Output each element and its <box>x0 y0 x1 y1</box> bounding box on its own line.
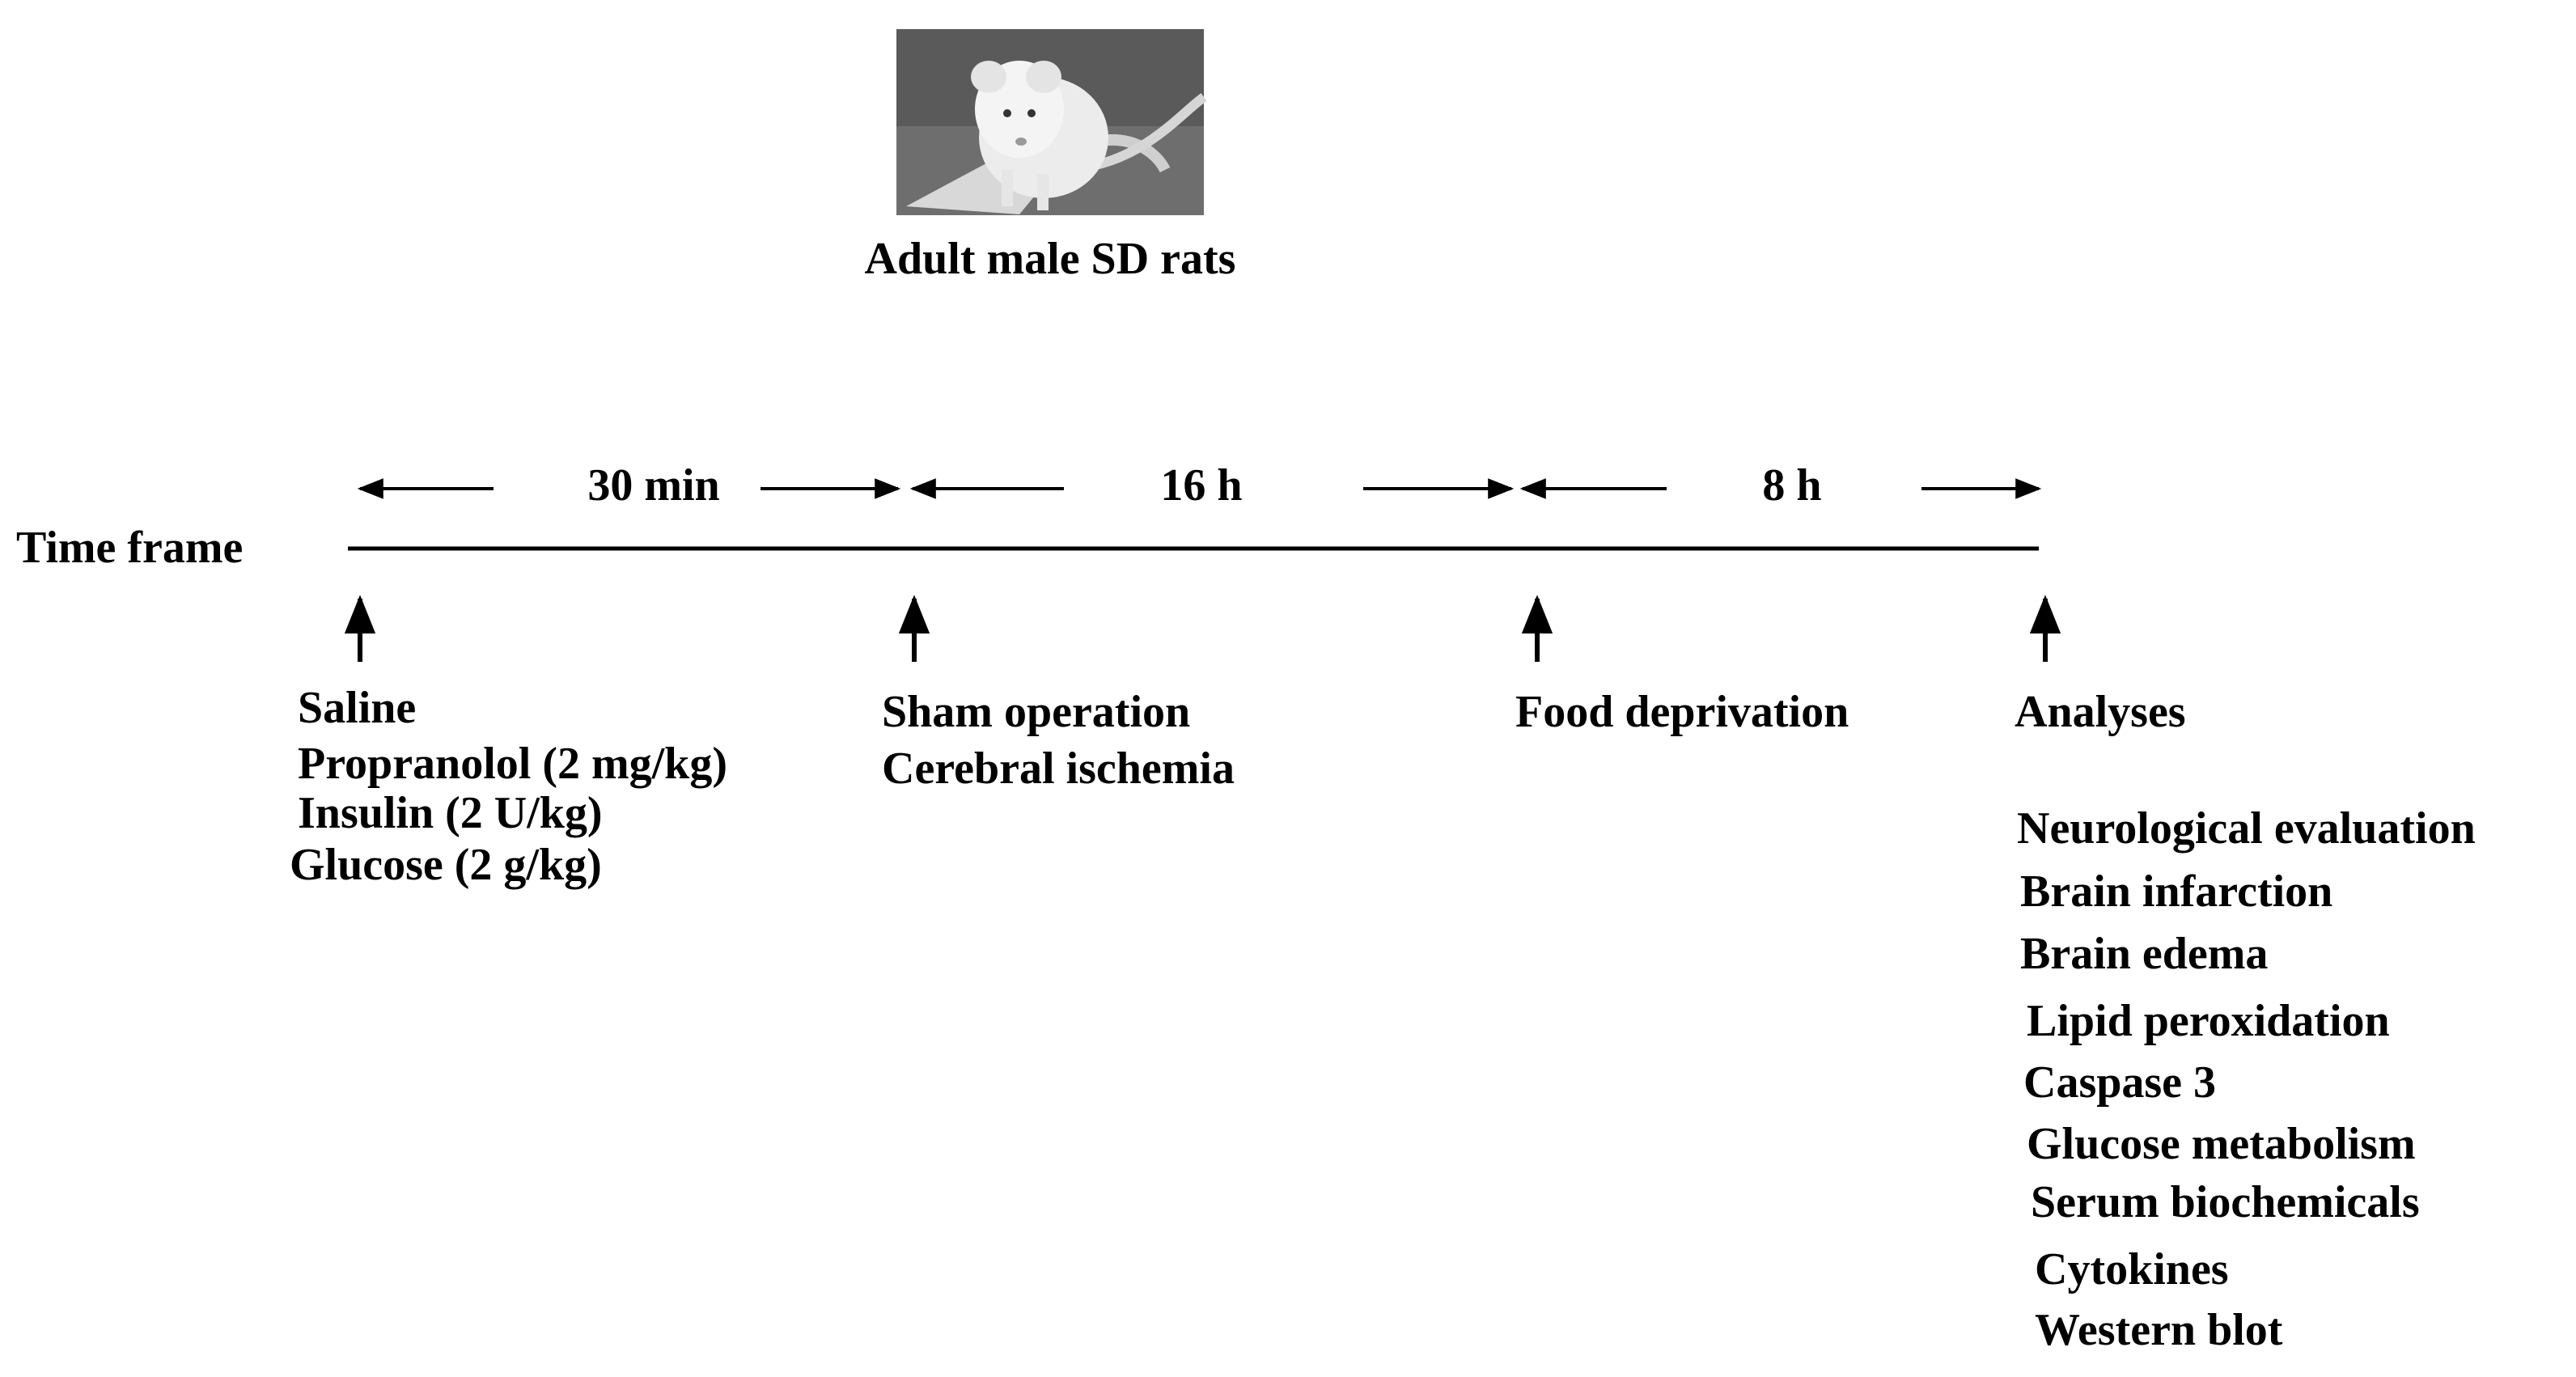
interval-30min-label: 30 min <box>587 460 719 511</box>
rat-photo <box>896 29 1207 215</box>
analysis-item: Neurological evaluation <box>2017 803 2476 854</box>
analysis-item: Brain edema <box>2020 929 2268 979</box>
treatment-item: Insulin (2 U/kg) <box>298 788 603 838</box>
treatment-item: Glucose (2 g/kg) <box>290 840 602 890</box>
treatment-list: Saline Propranolol (2 mg/kg) Insulin (2 … <box>290 683 727 890</box>
analysis-item: Brain infarction <box>2020 866 2332 917</box>
analysis-item: Glucose metabolism <box>2027 1119 2416 1169</box>
surgery-list: Sham operation Cerebral ischemia <box>882 687 1235 794</box>
food-deprivation-label: Food deprivation <box>1515 687 1849 737</box>
treatment-item: Propranolol (2 mg/kg) <box>298 739 727 789</box>
surgery-item: Cerebral ischemia <box>882 744 1235 794</box>
analyses-title: Analyses <box>2015 687 2186 737</box>
analyses-list: Neurological evaluation Brain infarction… <box>2017 803 2476 1355</box>
timeline-label: Time frame <box>16 523 243 573</box>
analysis-item: Lipid peroxidation <box>2027 996 2390 1046</box>
analysis-item: Cytokines <box>2035 1244 2229 1294</box>
interval-8h-label: 8 h <box>1762 460 1821 511</box>
interval-16h: 16 h <box>909 460 1515 511</box>
photo-caption: Adult male SD rats <box>865 234 1236 284</box>
analysis-item: Serum biochemicals <box>2031 1177 2420 1227</box>
analysis-item: Caspase 3 <box>2023 1057 2216 1108</box>
interval-8h: 8 h <box>1519 460 2042 511</box>
interval-30min: 30 min <box>357 460 901 511</box>
surgery-item: Sham operation <box>882 687 1190 737</box>
treatment-item: Saline <box>298 683 416 733</box>
interval-16h-label: 16 h <box>1160 460 1242 511</box>
analysis-item: Western blot <box>2035 1305 2283 1355</box>
